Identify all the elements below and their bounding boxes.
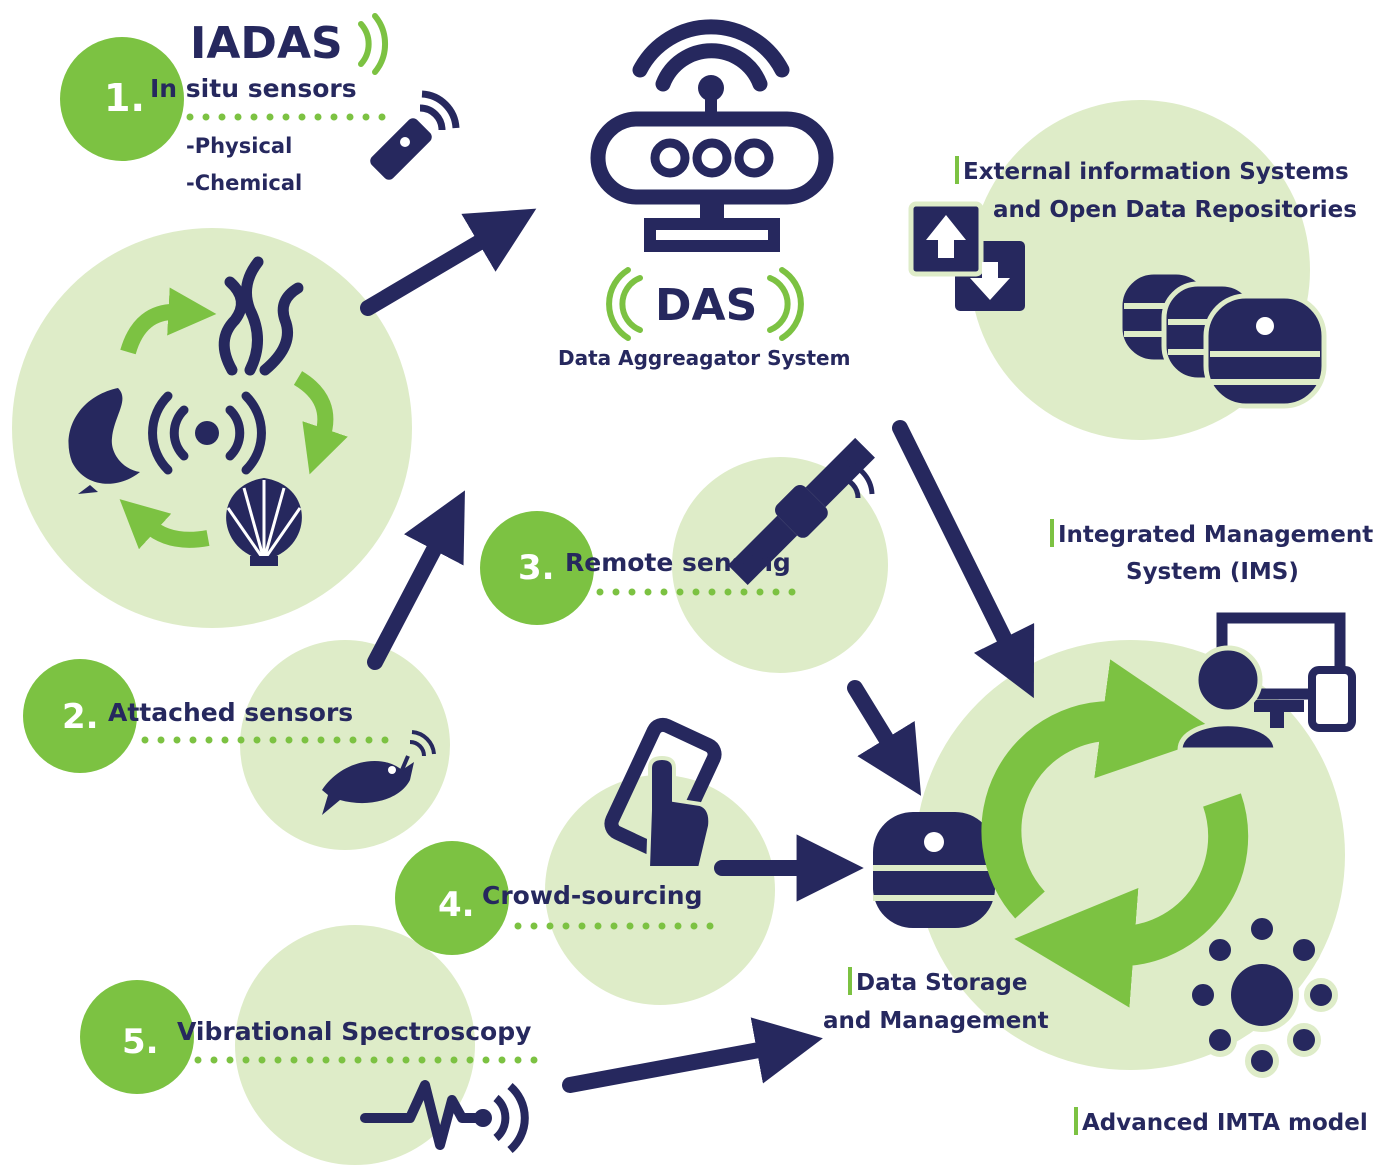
iadas-wave-icon (358, 13, 388, 75)
shell-icon (226, 478, 302, 566)
das-logo: DAS (655, 280, 758, 331)
accent-bar (1050, 519, 1054, 547)
sensor-remote-icon (370, 90, 460, 180)
source-number-2: 2. (62, 697, 99, 737)
source-number-1: 1. (104, 76, 145, 120)
ecosystem-cycle-arrows (119, 287, 348, 550)
source-label-3: Remote sensing (565, 548, 791, 577)
arrow-das-to-ims (892, 420, 1035, 699)
source-number-4: 4. (438, 885, 475, 925)
imta-label: Advanced IMTA model (1082, 1110, 1368, 1136)
arrow-spectro-to-storage (562, 1017, 823, 1093)
network-nodes-icon (1186, 912, 1338, 1078)
source-label-2: Attached sensors (108, 698, 354, 727)
accent-bar (955, 156, 959, 184)
sublabel-physical: -Physical (186, 134, 293, 158)
number-badge-4 (395, 841, 509, 955)
tracked-fish-icon (322, 730, 436, 815)
das-caption: Data Aggreagator System (558, 346, 851, 370)
arrow-remote-to-storage (847, 680, 922, 796)
accent-bar (1074, 1107, 1078, 1135)
source-number-5: 5. (122, 1022, 159, 1062)
database-icon (873, 812, 995, 928)
ims-line2: System (IMS) (1126, 559, 1299, 585)
seaweed-icon (218, 256, 304, 376)
phone-touch-icon (604, 717, 722, 870)
database-stack-icon (1117, 269, 1327, 409)
source-label-5: Vibrational Spectroscopy (177, 1017, 532, 1046)
attached-circle (240, 640, 450, 850)
number-badge-5 (80, 980, 194, 1094)
arrow-attached-up (367, 490, 465, 670)
storage-line2: and Management (823, 1008, 1049, 1034)
source-label-4: Crowd-sourcing (482, 881, 703, 910)
storage-title: Data Storage (848, 967, 1027, 996)
sublabel-chemical: -Chemical (186, 171, 303, 195)
fish-icon (68, 388, 140, 494)
refresh-cycle-icon (981, 659, 1249, 1008)
ims-line1: Integrated Management (1058, 522, 1374, 548)
satellite-icon (727, 437, 875, 585)
signal-icon (148, 391, 266, 475)
external-line1: External information Systems (963, 159, 1349, 185)
monitor-router-icon (590, 19, 834, 252)
number-badge-3 (480, 511, 594, 625)
user-devices-icon (1177, 612, 1356, 753)
arrow-ecosystem-to-das (360, 208, 537, 316)
accent-bar (848, 967, 852, 995)
external-line2: and Open Data Repositories (993, 197, 1357, 223)
imta-title: Advanced IMTA model (1074, 1107, 1368, 1136)
number-badge-2 (23, 659, 137, 773)
number-badge-1 (60, 37, 184, 161)
crowd-circle (545, 775, 775, 1005)
source-number-3: 3. (518, 548, 555, 588)
exchange-icon (908, 201, 1025, 311)
iadas-logo: IADAS (190, 18, 343, 69)
das-wave-icon (606, 267, 804, 341)
source-label-1: In situ sensors (150, 74, 357, 103)
remote-circle (672, 457, 888, 673)
external-title: External information Systems (955, 156, 1349, 185)
heartbeat-signal-icon (360, 1080, 529, 1154)
ims-title: Integrated Management (1050, 519, 1373, 548)
storage-line1: Data Storage (856, 970, 1028, 996)
